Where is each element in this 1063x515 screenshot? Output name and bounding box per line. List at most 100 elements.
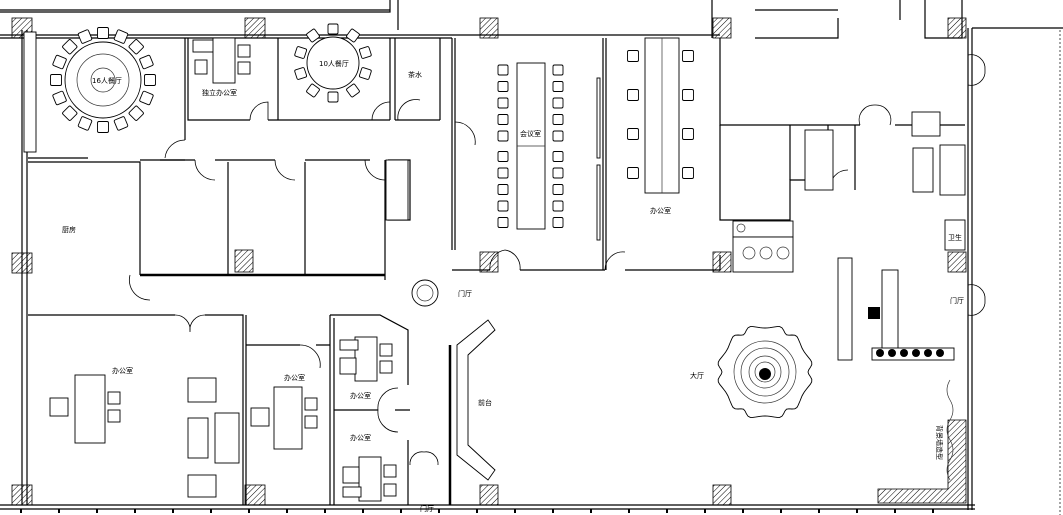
chair xyxy=(62,39,78,55)
plant-icon xyxy=(936,349,944,357)
label-reception: 前台 xyxy=(478,398,492,407)
chair xyxy=(497,200,509,212)
wall-tick xyxy=(628,509,630,513)
wall-ticks xyxy=(20,509,934,513)
wall-tick xyxy=(780,509,782,513)
desk xyxy=(273,386,303,450)
chair xyxy=(97,121,109,133)
chair xyxy=(497,114,509,125)
chair xyxy=(552,184,564,195)
wall-tick xyxy=(286,509,288,513)
chair xyxy=(682,128,694,140)
chair xyxy=(497,184,509,195)
plant-icon xyxy=(900,349,908,357)
label-entrance-bottom: 门厅 xyxy=(420,504,434,513)
wall-tick xyxy=(20,509,22,513)
furniture xyxy=(23,23,966,502)
chair xyxy=(52,90,67,106)
label-open-office: 办公室 xyxy=(650,206,671,215)
wall-tick xyxy=(476,509,478,513)
display-wall xyxy=(837,257,853,361)
chair xyxy=(682,89,694,101)
chair xyxy=(294,67,308,80)
chair xyxy=(682,167,694,179)
chair xyxy=(327,91,339,103)
plant-icon xyxy=(912,349,920,357)
chair xyxy=(497,151,509,162)
wall-tick xyxy=(742,509,744,513)
chair xyxy=(144,74,156,86)
label-meeting-room: 会议室 xyxy=(520,129,541,138)
wall-tick xyxy=(666,509,668,513)
columns xyxy=(11,17,967,506)
chair xyxy=(497,97,509,109)
coffee-table xyxy=(912,147,934,193)
label-lobby: 大厅 xyxy=(690,371,704,380)
label-office-upper: 办公室 xyxy=(350,391,371,400)
chair xyxy=(552,64,564,76)
chair xyxy=(346,83,360,98)
dining-table-16 xyxy=(64,41,142,119)
label-restroom: 卫生 xyxy=(948,233,962,242)
label-office-lower: 办公室 xyxy=(350,433,371,442)
chair xyxy=(62,105,78,121)
wall-tick xyxy=(210,509,212,513)
chair xyxy=(552,130,564,142)
chair xyxy=(306,83,320,98)
chair xyxy=(346,28,360,43)
desk xyxy=(212,37,236,84)
label-entrance-right: 门厅 xyxy=(950,296,964,305)
wall-tick xyxy=(856,509,858,513)
wall-tick xyxy=(514,509,516,513)
plant-icon xyxy=(888,349,896,357)
chair xyxy=(552,217,564,228)
wall-tick xyxy=(96,509,98,513)
chair xyxy=(50,74,62,86)
chair xyxy=(552,151,564,162)
chair xyxy=(552,167,564,179)
chair xyxy=(113,116,129,131)
chair xyxy=(627,89,639,101)
wall-tick xyxy=(172,509,174,513)
chair xyxy=(97,27,109,39)
chair xyxy=(358,46,372,59)
chair xyxy=(327,23,339,35)
wall-tick xyxy=(362,509,364,513)
chair xyxy=(497,81,509,92)
wall-tick xyxy=(324,509,326,513)
chair xyxy=(139,54,154,70)
wall-tick xyxy=(552,509,554,513)
sofa xyxy=(939,144,966,196)
chair xyxy=(497,130,509,142)
chair xyxy=(497,64,509,76)
chair xyxy=(77,116,93,131)
plant-icon xyxy=(876,349,884,357)
wall-tick xyxy=(248,509,250,513)
chair xyxy=(497,217,509,228)
wall-tick xyxy=(894,509,896,513)
plant-icon xyxy=(924,349,932,357)
reception-counter xyxy=(456,319,496,481)
chair xyxy=(552,200,564,212)
planter xyxy=(411,279,439,307)
chair xyxy=(627,167,639,179)
chair xyxy=(139,90,154,106)
chair xyxy=(128,39,144,55)
chair xyxy=(552,114,564,125)
label-foyer: 门厅 xyxy=(458,289,472,298)
chair xyxy=(627,50,639,62)
wall-tick xyxy=(438,509,440,513)
wall-tick xyxy=(400,509,402,513)
chair xyxy=(552,81,564,92)
label-dining-16: 16人餐厅 xyxy=(92,76,122,85)
chair xyxy=(294,46,308,59)
interior-walls xyxy=(28,38,856,505)
label-office-large: 办公室 xyxy=(112,366,133,375)
sideboard xyxy=(23,31,37,153)
wall-tick xyxy=(818,509,820,513)
label-pantry: 茶水 xyxy=(408,70,422,79)
label-wall-feature: 背景墙造型 xyxy=(935,425,944,460)
wall-tick xyxy=(58,509,60,513)
armchair xyxy=(187,377,217,403)
